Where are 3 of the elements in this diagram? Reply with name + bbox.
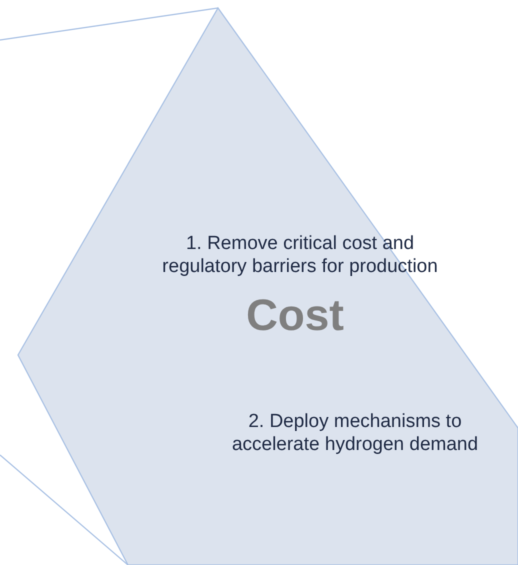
goal-text: 1. Remove critical cost and regulatory barriers for production [161,232,439,278]
category-heading: Cost [245,292,345,340]
goal-text: 2. Deploy mechanisms to accelerate hydrogen demand [230,410,480,456]
